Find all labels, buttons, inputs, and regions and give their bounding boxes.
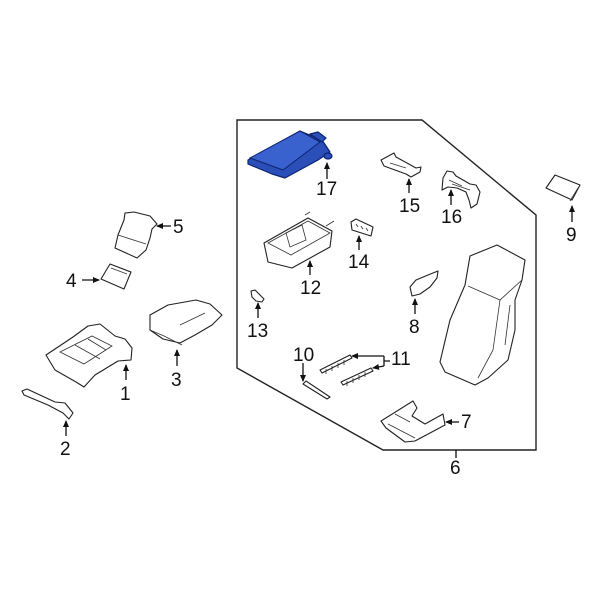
callout-12: 12 [300,278,322,299]
leader-11-lower [372,363,385,370]
part-9-insert[interactable] [545,174,581,202]
part-4-switch[interactable] [100,263,132,290]
callout-14: 14 [348,252,370,273]
part-8-handle[interactable] [409,270,439,297]
part-3-armrest-pad[interactable] [149,299,223,346]
callout-5: 5 [173,217,184,238]
part-armrest-assembly[interactable] [439,244,526,386]
callout-15: 15 [399,196,421,217]
part-15-bracket[interactable] [380,152,422,178]
callout-3: 3 [171,370,182,391]
callout-6: 6 [450,458,461,479]
leader-11 [383,356,390,366]
part-5-cover[interactable] [114,211,158,259]
part-7-tray[interactable] [380,400,446,443]
part-11-clip-strip-lower[interactable] [340,367,374,386]
callout-7: 7 [461,412,472,433]
part-11-clip-strip-upper[interactable] [319,354,353,374]
callout-2: 2 [60,439,71,460]
part-13-fastener[interactable] [250,289,265,303]
callout-4: 4 [66,271,77,292]
callout-16: 16 [441,207,463,228]
part-17-armrest-lid[interactable] [247,130,333,179]
group-frame-6 [236,119,537,451]
part-12-storage-bin[interactable] [263,211,335,269]
part-16-bracket[interactable] [441,170,481,209]
callout-8: 8 [409,317,420,338]
part-1-frame[interactable] [45,323,133,388]
callout-10: 10 [293,345,315,366]
part-10-strip[interactable] [302,380,331,400]
part-2-rail[interactable] [21,388,74,420]
callout-13: 13 [247,321,269,342]
callout-1: 1 [120,384,131,405]
part-14-clip[interactable] [350,218,374,237]
callout-17: 17 [316,179,338,200]
callout-9: 9 [566,225,577,246]
callout-11: 11 [391,349,411,370]
